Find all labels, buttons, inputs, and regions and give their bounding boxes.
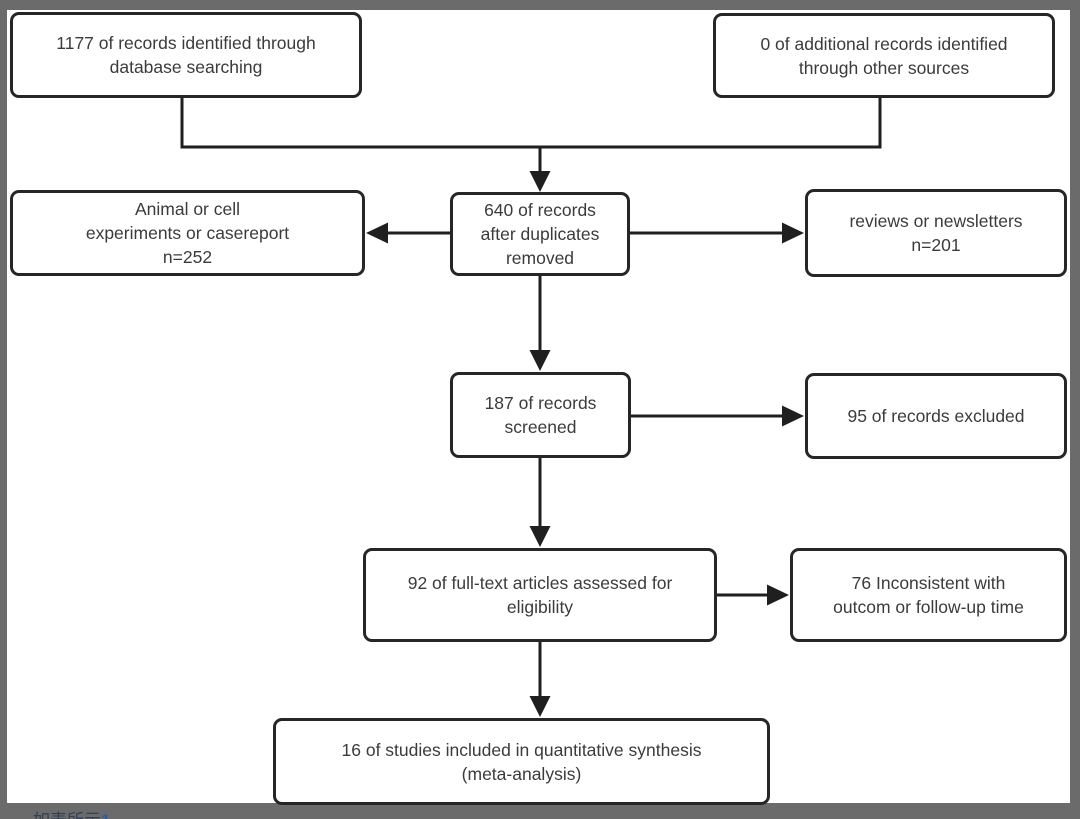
box-studies-included-meta-analysis-text: 16 of studies included in quantitative s… — [341, 739, 702, 784]
box-records-excluded: 95 of records excluded — [805, 373, 1067, 459]
box-records-excluded-text: 95 of records excluded — [847, 406, 1025, 426]
caption-number: 1 — [101, 811, 110, 819]
caption-clipped-text: 如表所示1 — [33, 806, 110, 819]
box-studies-included-meta-analysis: 16 of studies included in quantitative s… — [273, 718, 770, 805]
caption-text: 如表所示 — [33, 811, 101, 819]
